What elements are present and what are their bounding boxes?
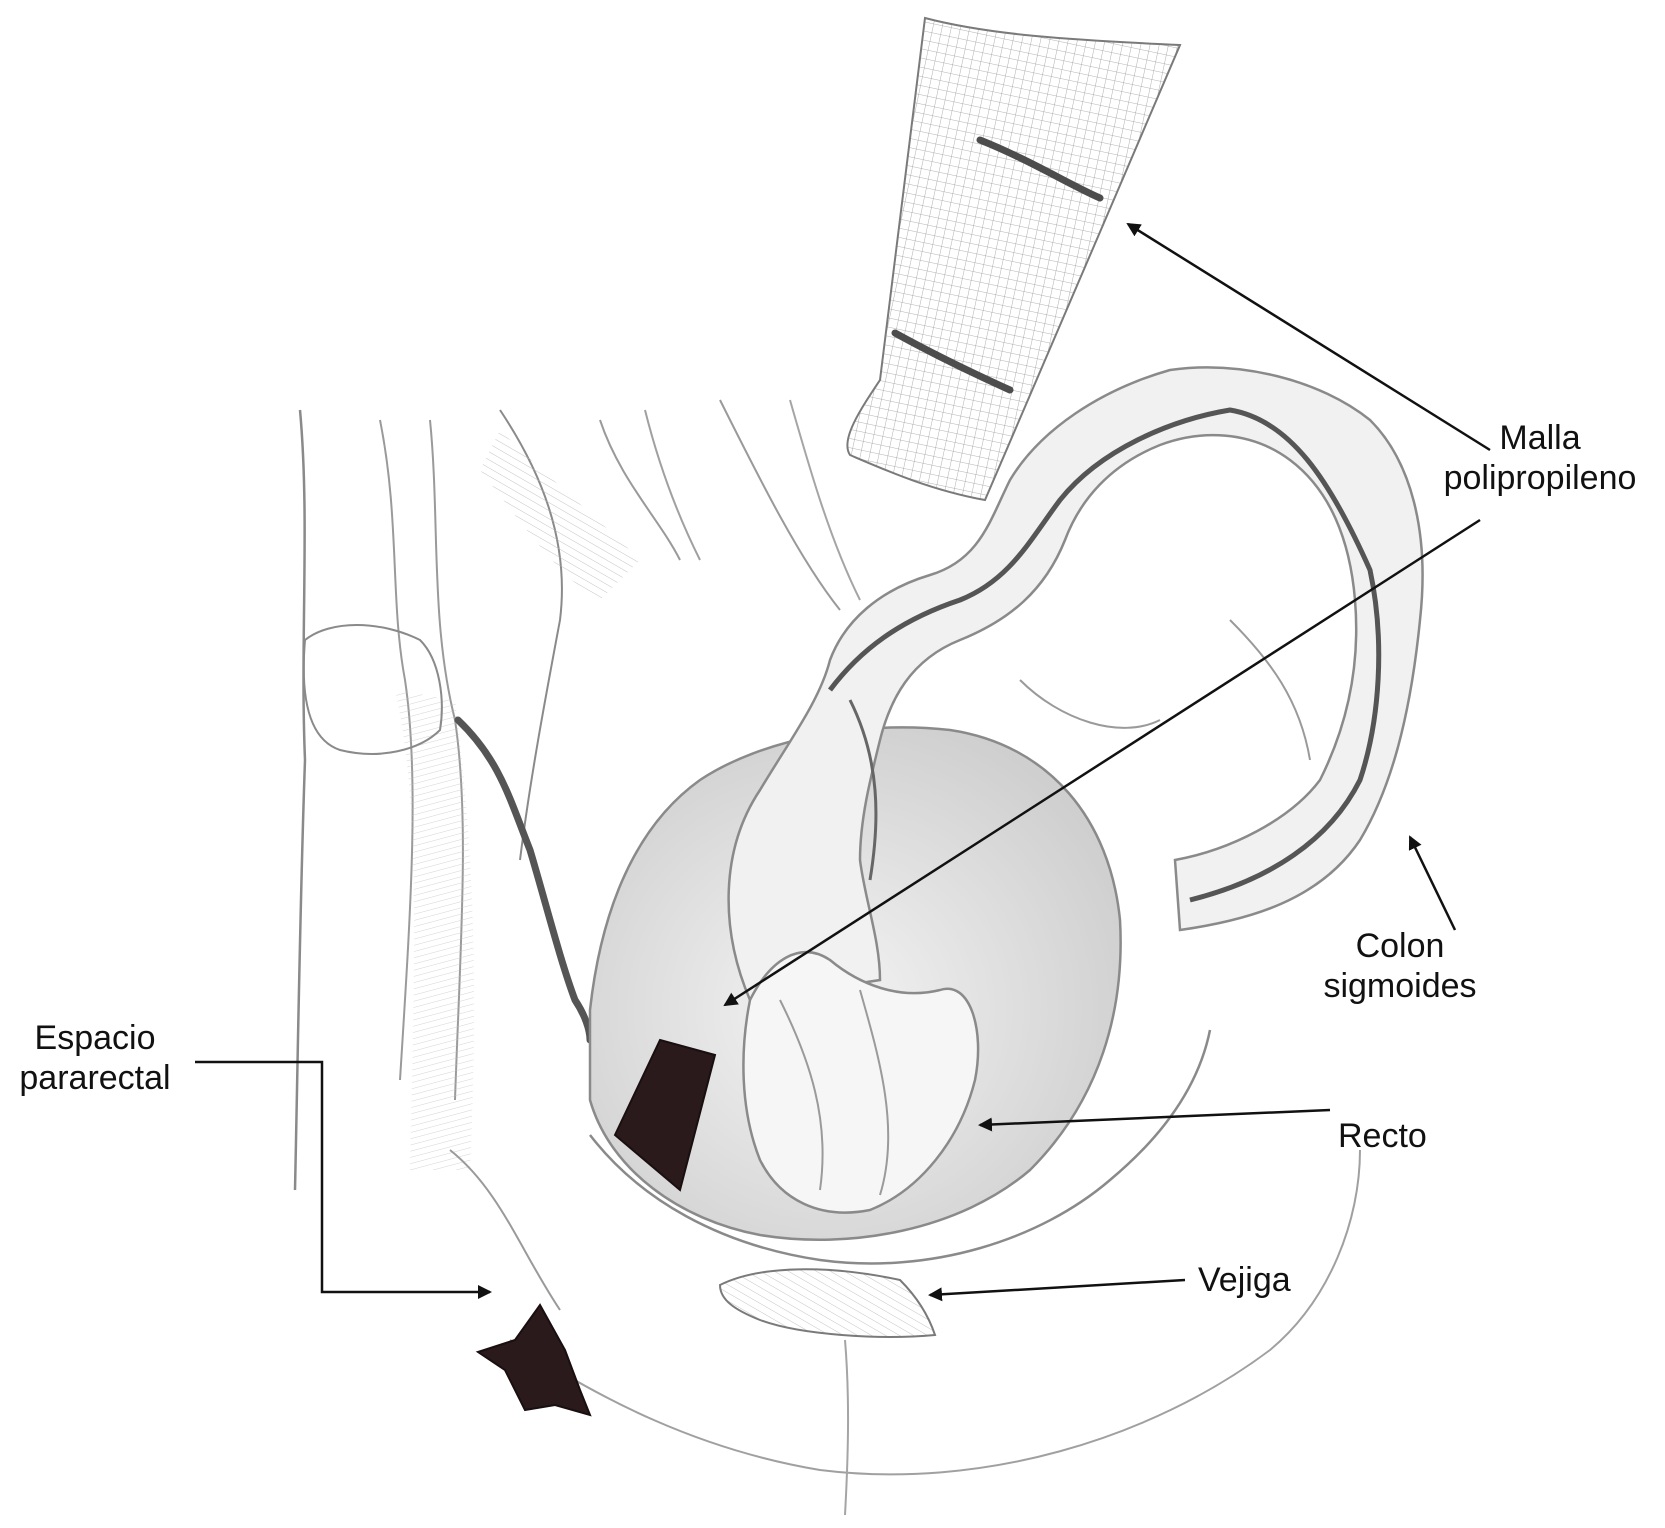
arrow-colon <box>1410 837 1455 930</box>
label-espacio-line1: Espacio <box>0 1018 190 1058</box>
label-malla-line1: Malla <box>1420 418 1660 458</box>
label-colon-line1: Colon <box>1290 926 1510 966</box>
label-vejiga: Vejiga <box>1198 1260 1291 1300</box>
label-espacio-line2: pararectal <box>0 1058 190 1098</box>
label-vejiga-text: Vejiga <box>1198 1261 1291 1299</box>
pararectal-marker <box>478 1305 590 1415</box>
label-recto-text: Recto <box>1338 1117 1427 1155</box>
label-malla-line2: polipropileno <box>1420 458 1660 498</box>
label-espacio-pararectal: Espacio pararectal <box>0 1018 190 1098</box>
label-colon-sigmoides: Colon sigmoides <box>1290 926 1510 1006</box>
label-malla: Malla polipropileno <box>1420 418 1660 498</box>
bladder-illustration <box>720 1269 935 1337</box>
label-colon-line2: sigmoides <box>1290 966 1510 1006</box>
arrow-vejiga <box>930 1280 1185 1295</box>
label-recto: Recto <box>1338 1116 1427 1156</box>
